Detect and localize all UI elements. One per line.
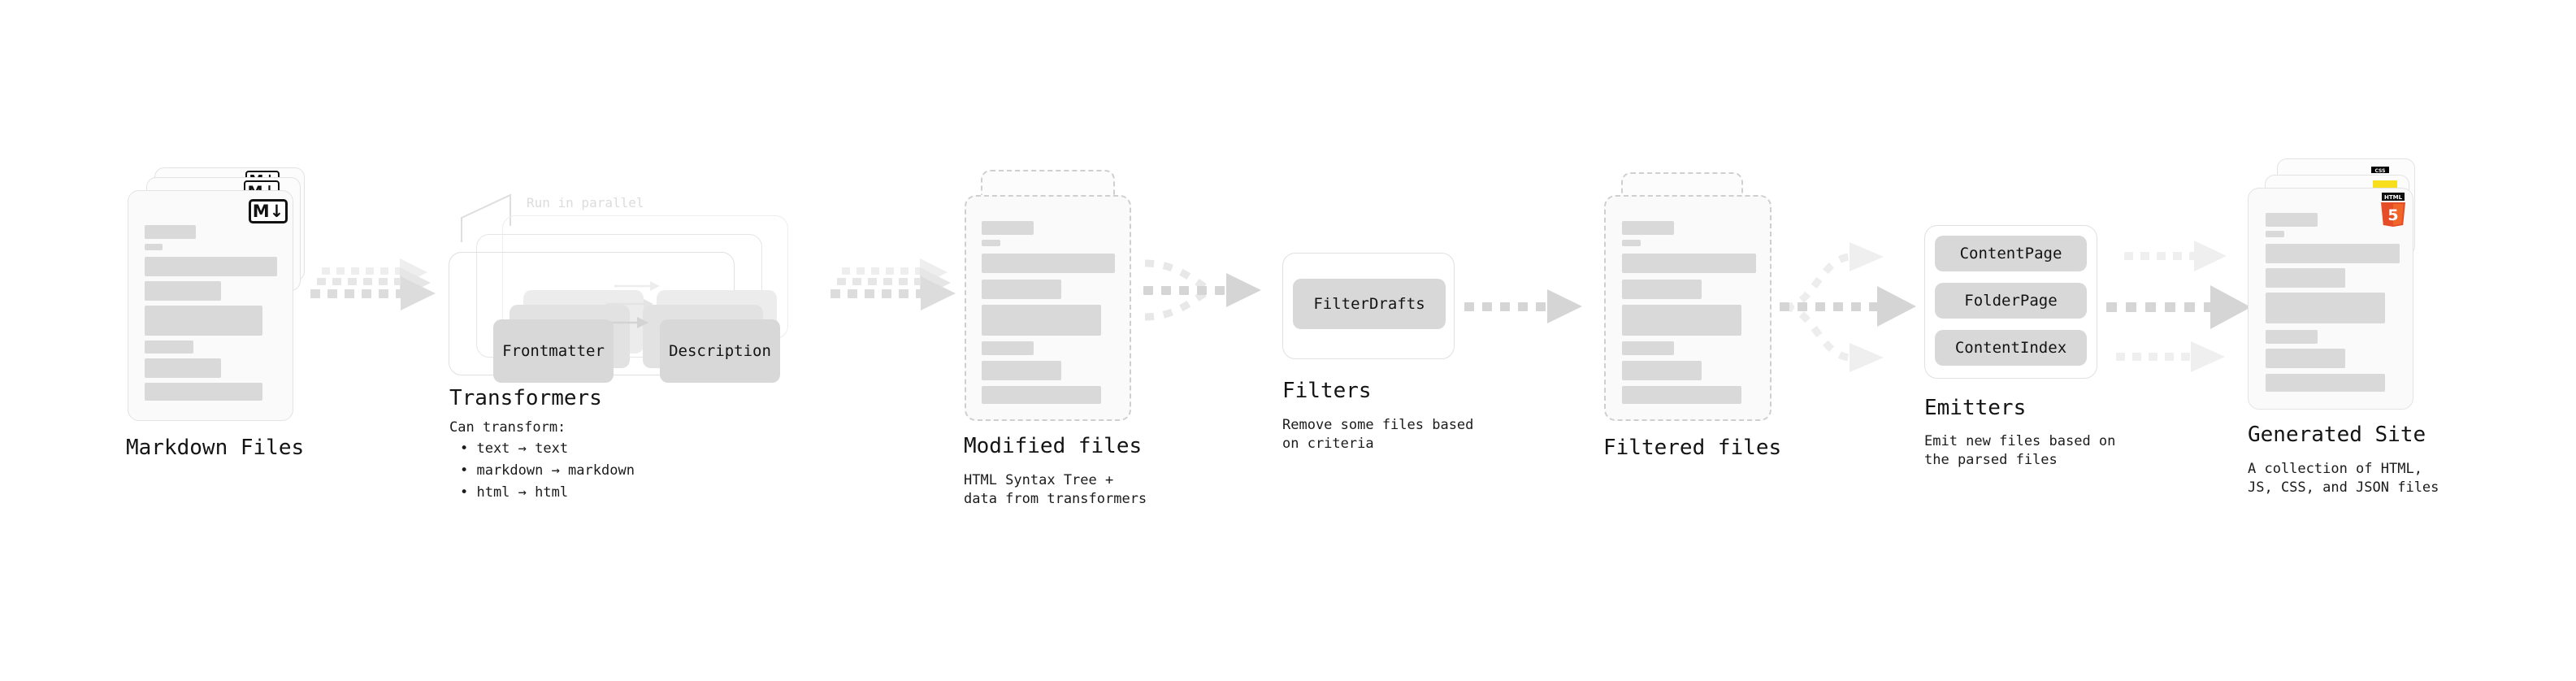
skeleton-bar [1622,254,1756,273]
skeleton-bar [145,306,262,336]
svg-text:CSS: CSS [2375,168,2386,174]
skeleton-bar [1622,341,1674,355]
transform-bullet-1: • text → text [460,440,569,457]
filter-node-filterdrafts[interactable]: FilterDrafts [1293,279,1446,329]
emitter-node-folderpage[interactable]: FolderPage [1935,283,2087,319]
stage-title-transformers: Transformers [449,386,602,410]
skeleton-bar [982,280,1061,299]
skeleton-bar [982,240,1000,246]
connector-modified-to-filters [1143,259,1261,321]
skeleton-bar [1622,280,1702,299]
transformer-node-frontmatter[interactable]: Frontmatter [493,319,614,383]
stage-title-markdown-files: Markdown Files [126,436,305,460]
skeleton-bar [2266,349,2345,368]
skeleton-bar [982,386,1101,404]
skeleton-bar [2266,231,2284,237]
stage-desc-modified-files: HTML Syntax Tree + data from transformer… [964,472,1147,507]
connector-markdown-to-transformers [310,258,436,310]
skeleton-bar [1622,240,1641,246]
run-in-parallel-label: Run in parallel [527,195,644,210]
skeleton-bar [1622,386,1741,404]
stage-title-modified-files: Modified files [964,434,1143,458]
skeleton-bar [982,341,1034,355]
skeleton-bar [145,257,277,276]
stage-title-filters: Filters [1282,379,1372,403]
svg-text:HTML: HTML [2384,194,2403,201]
html5-icon: HTML 5 [2381,193,2405,227]
stage-title-emitters: Emitters [1924,396,2027,420]
svg-text:5: 5 [2387,206,2398,224]
skeleton-bar [1622,361,1702,380]
skeleton-bar [145,225,196,239]
connector-transformers-to-modified [830,258,956,310]
skeleton-bar [145,244,163,250]
skeleton-bar [145,340,193,354]
stage-desc-filters: Remove some files based on criteria [1282,417,1474,452]
skeleton-bar [1622,221,1674,235]
transform-bullet-3: • html → html [460,484,569,501]
stage-title-generated-site: Generated Site [2248,423,2426,447]
stage-title-filtered-files: Filtered files [1603,436,1782,460]
transform-bullet-2: • markdown → markdown [460,462,635,479]
skeleton-bar [145,281,221,301]
skeleton-bar [982,221,1034,235]
skeleton-bar [145,358,221,378]
stage-desc-generated-site: A collection of HTML, JS, CSS, and JSON … [2248,461,2439,496]
stage-desc-transformers: Can transform: [449,419,566,436]
stage-desc-emitters: Emit new files based on the parsed files [1924,433,2116,468]
skeleton-bar [2266,330,2318,344]
skeleton-bar [2266,293,2385,323]
skeleton-bar [2266,244,2400,263]
transformer-node-description[interactable]: Description [660,319,780,383]
emitter-node-contentindex[interactable]: ContentIndex [1935,330,2087,366]
skeleton-bar [2266,213,2318,227]
run-in-parallel-bracket [461,193,511,242]
emitters-group-box [1924,225,2097,379]
markdown-icon: M↓ [249,199,288,223]
connector-filtered-to-emitters [1780,242,1916,372]
skeleton-bar [2266,268,2345,288]
skeleton-bar [2266,374,2385,392]
filters-group-box [1282,253,1455,359]
skeleton-bar [982,254,1115,273]
connector-filters-to-filtered [1464,289,1582,323]
skeleton-bar [982,361,1061,380]
skeleton-bar [145,383,262,401]
connector-emitters-to-site [2106,241,2251,372]
skeleton-bar [982,305,1101,336]
skeleton-bar [1622,305,1741,336]
emitter-node-contentpage[interactable]: ContentPage [1935,236,2087,271]
